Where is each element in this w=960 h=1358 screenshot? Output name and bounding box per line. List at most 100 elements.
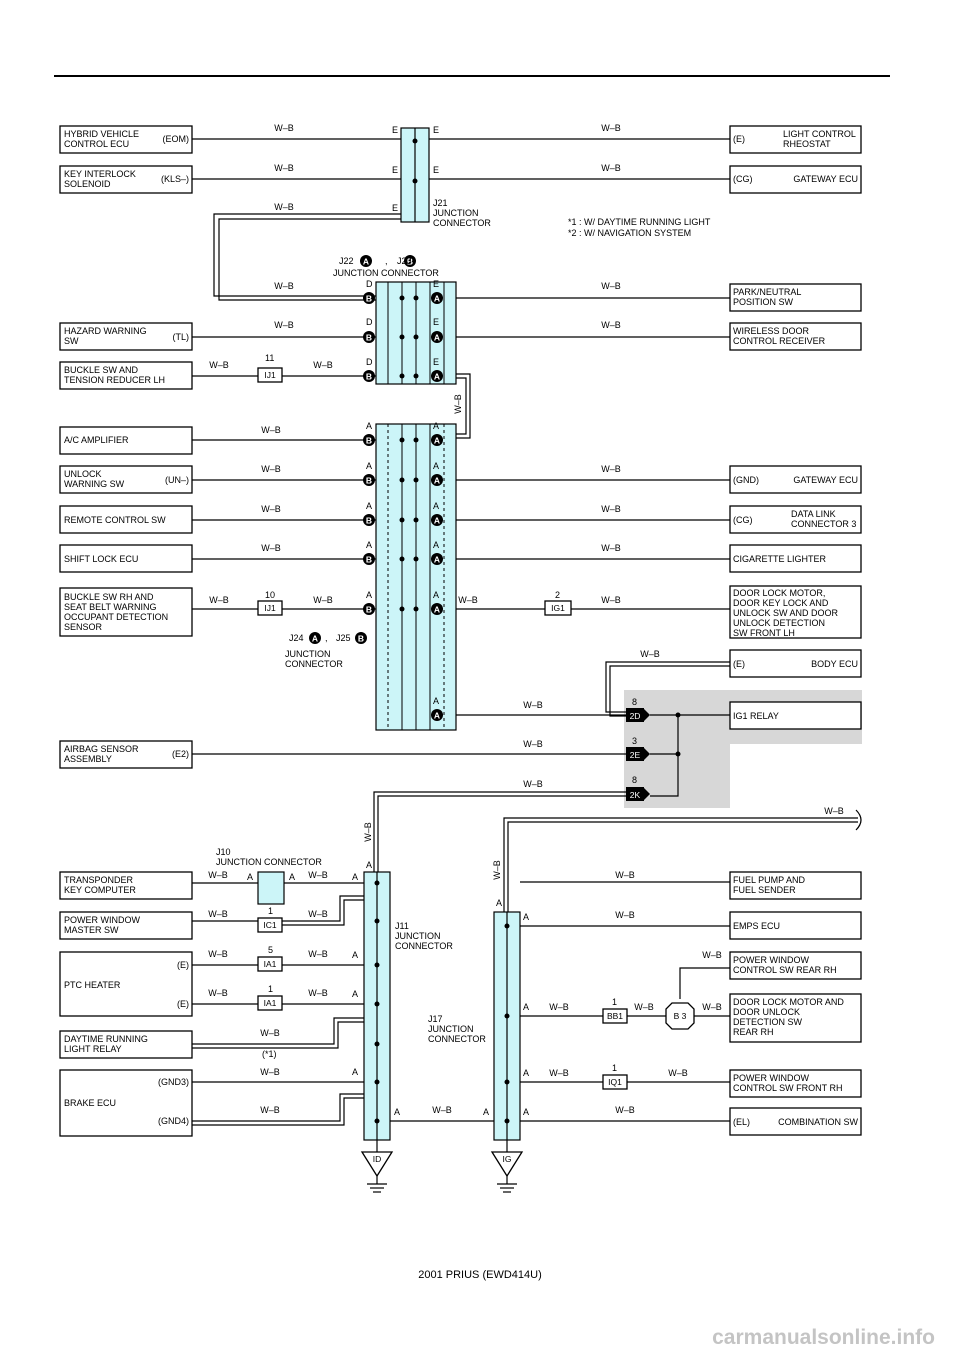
badge-a-17: A <box>360 255 372 267</box>
wire-label-7: W–B <box>274 320 294 330</box>
right-comp-9-l2: FUEL SENDER <box>733 885 796 895</box>
junction-dots <box>374 138 681 1124</box>
left-comp-5-term: (UN–) <box>165 475 189 485</box>
badge-letter-3: A <box>434 332 440 342</box>
left-comp-8-l2: ASSEMBLY <box>64 754 112 764</box>
left-comp-2-l1: HAZARD WARNING <box>64 326 147 336</box>
right-comp-6-l1: CIGARETTE LIGHTER <box>733 554 827 564</box>
junction-bus-lines <box>387 282 445 730</box>
badge-letter-13: A <box>434 554 440 564</box>
wire-label-21: W–B <box>601 595 621 605</box>
badge-b-10: B <box>363 514 375 526</box>
connector-ic1: IC1 <box>263 920 277 930</box>
pin-a-10: A <box>433 590 439 600</box>
ig1-relay-label: IG1 RELAY <box>733 711 779 721</box>
badge-a-15: A <box>431 603 443 615</box>
pin-e-4: E <box>433 165 439 175</box>
wire-label-20: W–B <box>458 595 478 605</box>
pin-a-8: A <box>433 540 439 550</box>
j11-name-1: JUNCTION <box>395 931 441 941</box>
right-comp-11-l2: CONTROL SW REAR RH <box>733 965 837 975</box>
pin-a-j17-3: A <box>523 1068 529 1078</box>
badge-letter-5: A <box>434 371 440 381</box>
wire-label-19: W–B <box>313 595 333 605</box>
pin-e-1: E <box>392 125 398 135</box>
badge-b-8: B <box>363 474 375 486</box>
pin-e-6: E <box>433 279 439 289</box>
badge-letter-16: A <box>434 710 440 720</box>
left-comp-6-l1: REMOTE CONTROL SW <box>64 515 166 525</box>
badge-letter-9: A <box>434 475 440 485</box>
badge-letter-2: B <box>366 332 372 342</box>
wire-label-36: W–B <box>260 1067 280 1077</box>
pin-a-4: A <box>433 461 439 471</box>
junction-labels: J21 JUNCTION CONNECTOR *1 : W/ DAYTIME R… <box>216 198 711 1044</box>
pin-a-j11-2: A <box>352 950 358 960</box>
pin-2: 2 <box>555 590 560 600</box>
door-lock-rr-l3: DETECTION SW <box>733 1017 803 1027</box>
right-comp-7-l1: BODY ECU <box>811 659 858 669</box>
ptc-term-1: (E) <box>177 960 189 970</box>
ground-id: ID <box>360 1151 394 1193</box>
pin-a-9: A <box>366 590 372 600</box>
badge-a-19: A <box>309 632 321 644</box>
pin-a-j10-l: A <box>247 872 253 882</box>
wire-label-30: W–B <box>308 909 328 919</box>
wire-label-9: W–B <box>209 360 229 370</box>
left-comp-10-l1: POWER WINDOW <box>64 915 140 925</box>
wire-label-22: W–B <box>640 649 660 659</box>
pin-e-2: E <box>433 125 439 135</box>
wire-label-14: W–B <box>261 504 281 514</box>
left-comp-1-term: (KLS–) <box>161 174 189 184</box>
left-comp-8-l1: AIRBAG SENSOR <box>64 744 139 754</box>
pin-a-j11-3: A <box>352 989 358 999</box>
ig1-relay-connectors: 2D 2E 2K 8 3 8 <box>626 697 650 801</box>
badge-letter-12: B <box>366 554 372 564</box>
badge-letter-1: A <box>434 293 440 303</box>
wire-label-2: W–B <box>274 163 294 173</box>
wire-label-35: W–B <box>260 1028 280 1038</box>
j25-label: J25 <box>336 633 351 643</box>
pin-e-3: E <box>392 165 398 175</box>
wire-label-26: W–B <box>824 806 844 816</box>
badge-a-13: A <box>431 553 443 565</box>
right-comp-9-l1: FUEL PUMP AND <box>733 875 806 885</box>
j24-label: J24 <box>289 633 304 643</box>
door-lock-fl-l1: DOOR LOCK MOTOR, <box>733 588 825 598</box>
pin-a-2: A <box>433 421 439 431</box>
right-comp-0-l2: RHEOSTAT <box>783 139 831 149</box>
pin-a-j10-r: A <box>289 872 295 882</box>
connector-ij1-bottom: IJ1 <box>264 603 276 613</box>
wire-label-27: W–B <box>208 870 228 880</box>
right-components: (E) LIGHT CONTROL RHEOSTAT (CG) GATEWAY … <box>729 125 862 1136</box>
wire-label-46: W–B <box>668 1068 688 1078</box>
badge-letter-8: B <box>366 475 372 485</box>
wire-label-1: W–B <box>601 123 621 133</box>
left-comp-1-l1: KEY INTERLOCK <box>64 169 136 179</box>
j17-name-2: CONNECTOR <box>428 1034 486 1044</box>
j21-label: J21 <box>433 198 448 208</box>
j22-comma: , <box>385 256 388 266</box>
pin-11: 11 <box>265 353 274 363</box>
pin-a-j17-4: A <box>523 1107 529 1117</box>
ground-id-label: ID <box>373 1154 382 1164</box>
right-comp-5-term: (CG) <box>733 515 753 525</box>
ground-ig: IG <box>490 1151 524 1193</box>
left-comp-0-term: (EOM) <box>163 134 190 144</box>
wire-label-45: W–B <box>549 1068 569 1078</box>
pin-2d-num: 8 <box>632 697 637 707</box>
wire-label-13: W–B <box>601 464 621 474</box>
badge-letter-14: B <box>366 604 372 614</box>
right-comp-13-l1: COMBINATION SW <box>778 1117 858 1127</box>
badge-letter-11: A <box>434 515 440 525</box>
wire-label-10: W–B <box>313 360 333 370</box>
connector-ia1-b: IA1 <box>264 998 277 1008</box>
wire-label-6: W–B <box>601 281 621 291</box>
left-comp-11-l1: DAYTIME RUNNING <box>64 1034 148 1044</box>
wire-label-vertical-0: W–B <box>453 394 463 414</box>
badge-b-20: B <box>355 632 367 644</box>
pin-a-j17-5: A <box>483 1107 489 1117</box>
j24-comma: , <box>325 633 328 643</box>
badge-letter-4: B <box>366 371 372 381</box>
wire-label-39: W–B <box>615 870 635 880</box>
